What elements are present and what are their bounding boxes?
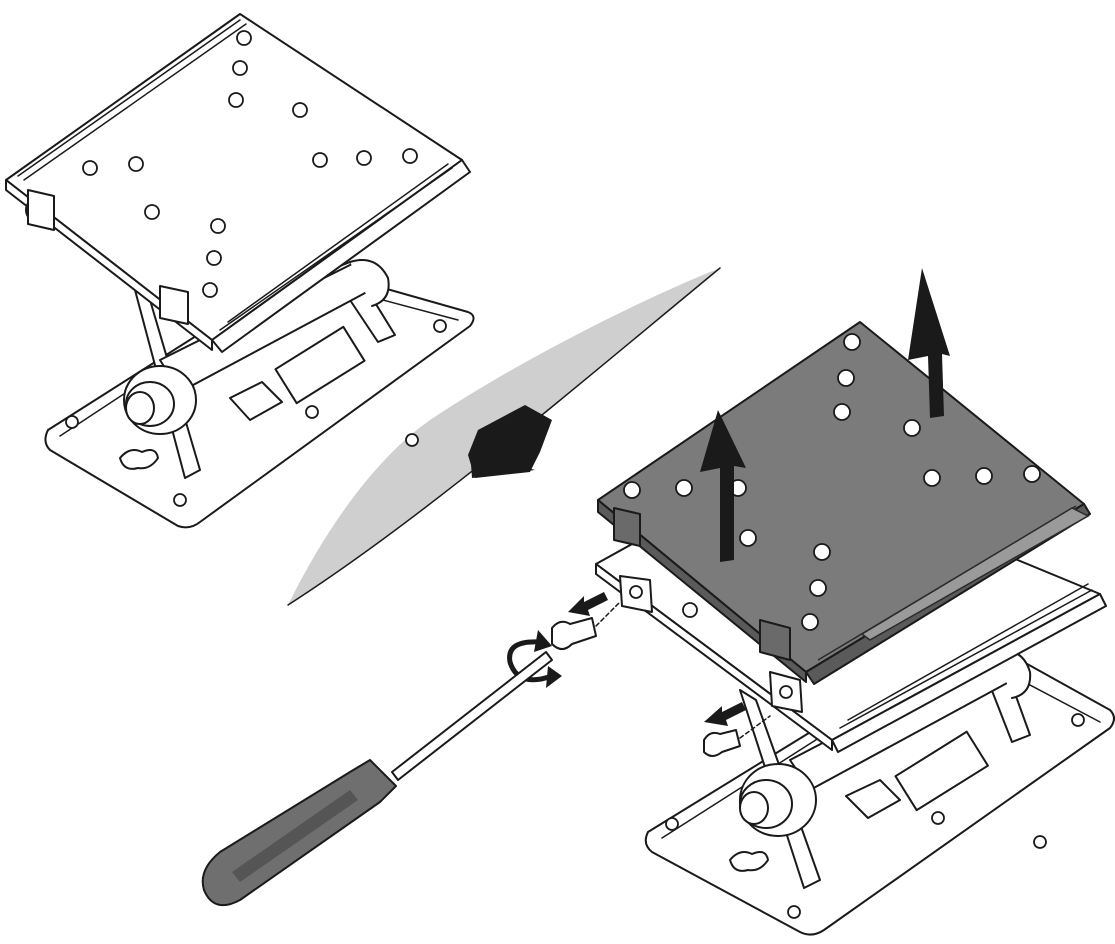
mount-disassembled bbox=[201, 268, 1115, 936]
mount-assembled bbox=[5, 13, 475, 529]
arrow-up-icon bbox=[908, 268, 950, 418]
arrow-left-icon bbox=[568, 592, 608, 616]
arrow-up-icon bbox=[700, 410, 746, 562]
arrow-left-icon bbox=[704, 702, 746, 726]
screw-lower bbox=[703, 715, 771, 757]
rotate-ccw-icon bbox=[507, 630, 562, 688]
transition-arrow bbox=[468, 405, 552, 478]
screw-upper bbox=[551, 601, 621, 650]
screwdriver bbox=[201, 651, 553, 907]
